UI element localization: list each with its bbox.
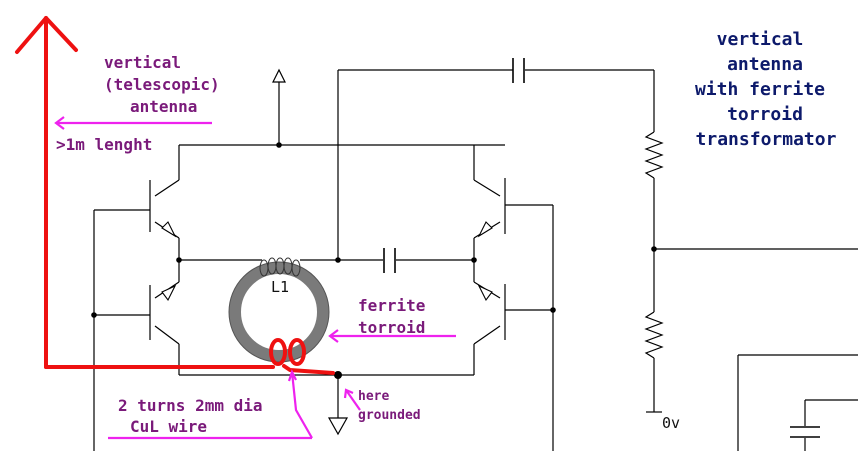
- antenna-label-line-1: vertical: [104, 53, 181, 72]
- junction-dots: [91, 142, 657, 379]
- title-line-3: with ferrite: [695, 79, 825, 100]
- ground-note-line-2: grounded: [358, 408, 421, 423]
- ferrite-label-line-2: torroid: [358, 318, 425, 337]
- wire-note-line-1: 2 turns 2mm dia: [118, 396, 263, 415]
- coil-l1-winding: [259, 257, 301, 277]
- capacitor-bottom-right: [790, 426, 820, 438]
- title-line-1: vertical: [717, 29, 804, 50]
- antenna-wire: [15, 16, 335, 375]
- antenna-output-arrow: [272, 68, 286, 83]
- antenna-label-line-3: antenna: [130, 97, 197, 116]
- title-line-2: antenna: [727, 54, 803, 75]
- title-line-5: transformator: [696, 129, 837, 150]
- ferrite-torroid: [229, 262, 329, 362]
- title-line-4: torroid: [727, 104, 803, 125]
- diagram-title: vertical antenna with ferrite torroid tr…: [695, 29, 837, 150]
- ferrite-label: ferrite torroid: [358, 296, 425, 337]
- circuit-wires: [93, 69, 858, 451]
- zero-volt-label: 0v: [662, 414, 680, 432]
- capacitor-mid: [383, 248, 396, 273]
- antenna-label: vertical (telescopic) antenna: [104, 53, 220, 116]
- coil-label: L1: [271, 278, 289, 296]
- pointer-lines: [54, 116, 456, 440]
- resistor-top: [644, 131, 664, 179]
- ground-symbol: [327, 417, 349, 436]
- ground-note: here grounded: [358, 389, 421, 423]
- wire-note-line-2: CuL wire: [130, 417, 207, 436]
- transistor-arrows: [161, 221, 493, 302]
- length-note: >1m lenght: [56, 135, 152, 154]
- capacitor-top: [512, 58, 525, 83]
- ferrite-label-line-1: ferrite: [358, 296, 425, 315]
- resistor-bottom: [644, 311, 664, 359]
- antenna-label-line-2: (telescopic): [104, 75, 220, 94]
- ground-note-line-1: here: [358, 389, 389, 404]
- wire-note: 2 turns 2mm dia CuL wire: [118, 396, 263, 436]
